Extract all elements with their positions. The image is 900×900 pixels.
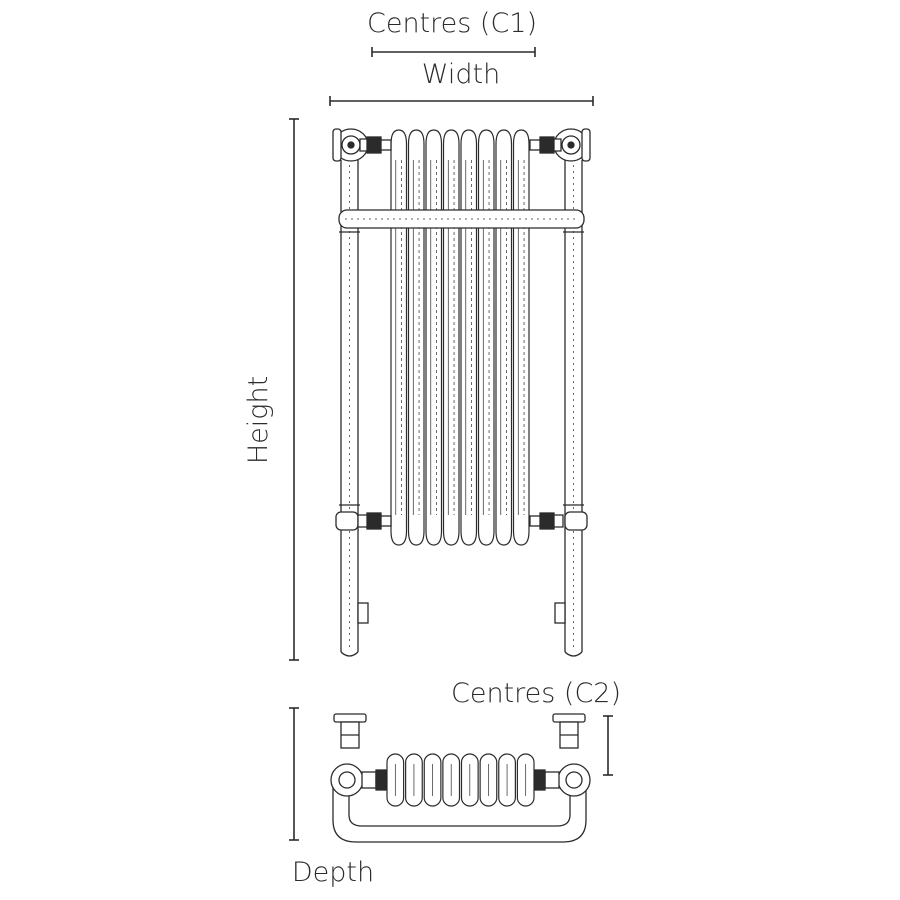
plan-radiator-column (405, 753, 423, 807)
left-foot-bracket (357, 602, 369, 624)
dimension-height: Height (243, 118, 299, 661)
top-left-elbow (332, 128, 369, 162)
plan-towel-rail (332, 785, 587, 843)
right-wall-bracket (552, 713, 586, 749)
radiator-column (425, 129, 443, 546)
towel-rail (338, 209, 585, 229)
plan-radiator-columns (386, 753, 535, 807)
top-right-elbow (553, 128, 591, 162)
bottom-left-valve (335, 511, 392, 531)
plan-left-ball (330, 763, 364, 797)
right-foot-bracket (554, 602, 566, 624)
radiator-column (442, 129, 460, 546)
label-height: Height (243, 376, 274, 464)
label-centres-c1: Centres (C1) (367, 8, 537, 39)
bottom-right-valve (529, 511, 588, 531)
dimension-width: Width (329, 59, 594, 106)
top-right-valve (529, 136, 562, 154)
plan-radiator-column (460, 753, 479, 807)
label-depth: Depth (292, 857, 374, 888)
label-width: Width (422, 59, 500, 90)
top-left-valve (359, 136, 392, 154)
label-centres-c2: Centres (C2) (451, 678, 621, 709)
radiator-column (495, 129, 513, 546)
plan-radiator-column (498, 753, 516, 807)
left-leg-pipe (339, 160, 360, 657)
plan-radiator-column (386, 753, 405, 807)
plan-radiator-column (479, 753, 498, 807)
dimension-centres-c2: Centres (C2) (451, 678, 621, 776)
dimension-centres-c1: Centres (C1) (367, 8, 537, 57)
plan-right-ball (557, 763, 591, 797)
plan-left-connector (361, 769, 387, 791)
plan-right-connector (534, 769, 560, 791)
plan-radiator-column (516, 753, 535, 807)
plan-radiator-column (442, 753, 461, 807)
left-wall-bracket (333, 713, 367, 749)
radiator-column (460, 129, 478, 546)
radiator-columns (390, 129, 530, 546)
radiator-plan-view (330, 713, 591, 843)
right-leg-pipe (563, 160, 584, 657)
radiator-front-view (332, 128, 591, 657)
radiator-column (512, 129, 530, 546)
radiator-column (477, 129, 495, 546)
radiator-column (390, 129, 408, 546)
plan-radiator-column (423, 753, 442, 807)
dimension-depth: Depth (289, 707, 374, 888)
radiator-column (407, 129, 425, 546)
